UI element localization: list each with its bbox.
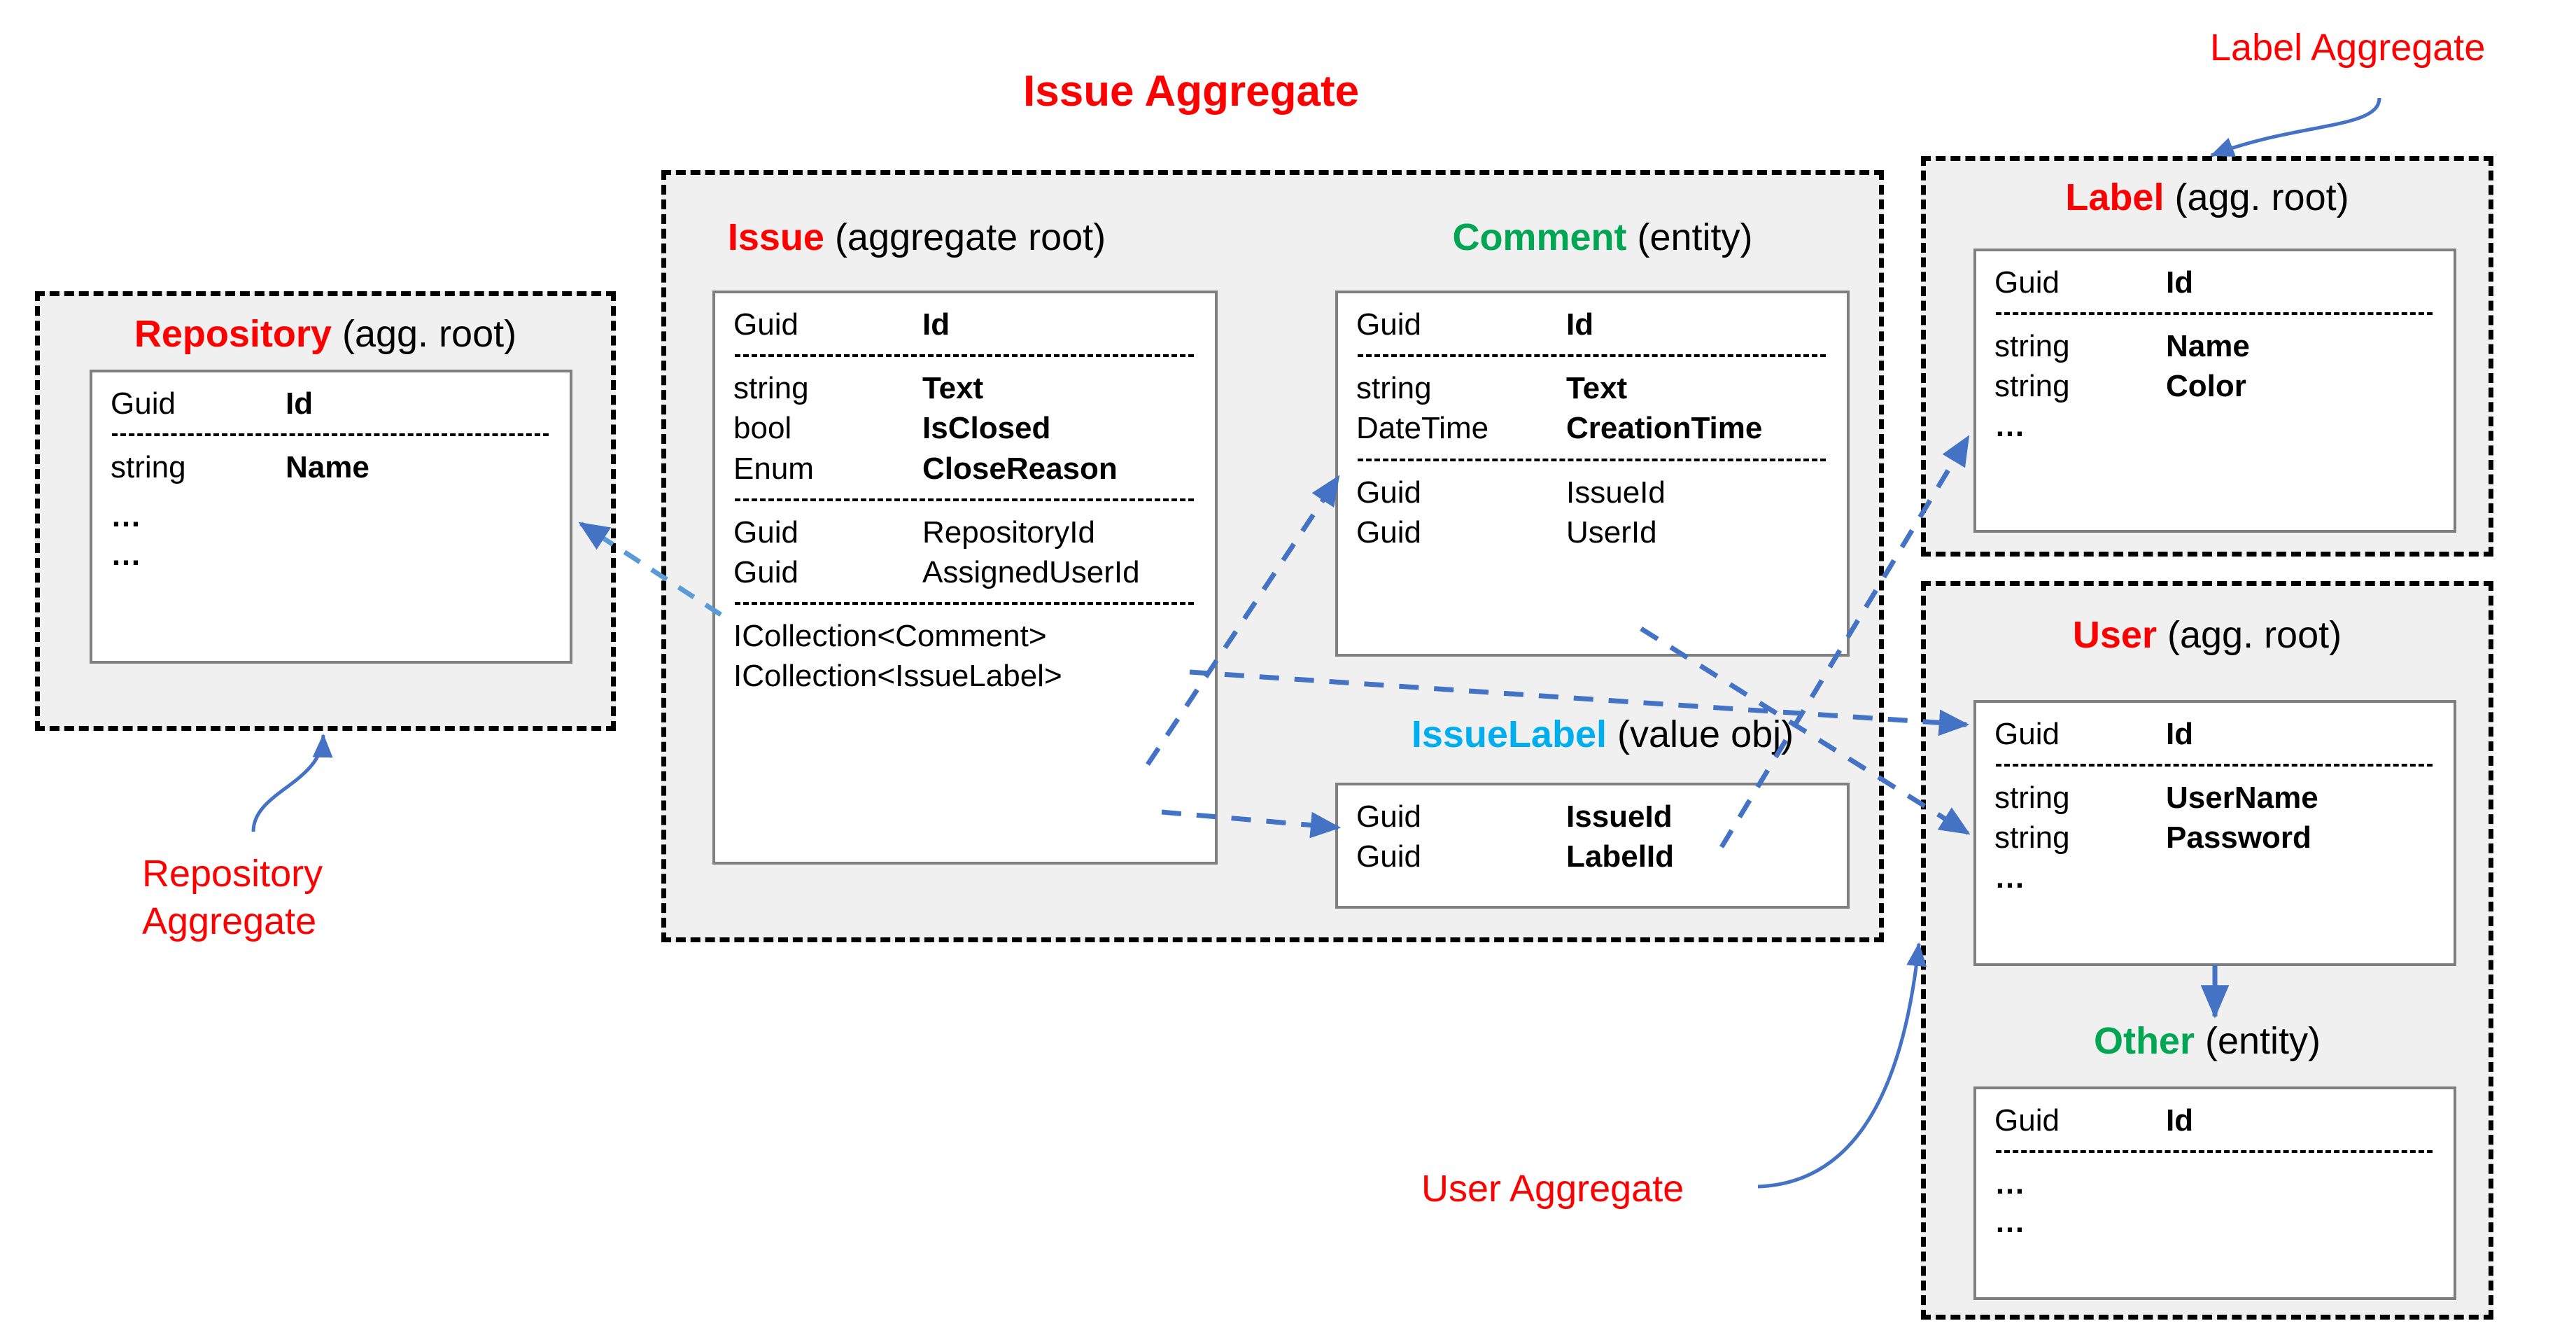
section-divider <box>1358 354 1826 358</box>
property-row: DateTime CreationTime <box>1356 411 1763 446</box>
property-row: Guid Id <box>733 307 950 342</box>
entity-box-label: Guid Id string Name string Color … <box>1973 249 2456 533</box>
class-kind-label: (agg. root) <box>2174 176 2349 218</box>
entity-box-user: Guid Id string UserName string Password … <box>1973 700 2456 966</box>
section-divider <box>735 354 1194 358</box>
class-name-user: User <box>2072 614 2157 656</box>
entity-box-issue: Guid Id string Text bool IsClosed Enum C… <box>712 291 1218 865</box>
callout-repository-aggregate: Repository Aggregate <box>142 853 323 942</box>
class-title-repository: Repository (agg. root) <box>35 315 616 353</box>
property-row: Guid IssueId <box>1356 475 1666 510</box>
property-row: string Color <box>1994 369 2246 404</box>
class-kind-comment: (entity) <box>1637 216 1753 258</box>
page-title: Issue Aggregate <box>1023 67 1360 116</box>
class-kind-issuelabel: (value obj) <box>1617 713 1794 755</box>
property-row: Guid AssignedUserId <box>733 554 1140 589</box>
property-row: ICollection<IssueLabel> <box>733 659 1062 694</box>
callout-user-aggregate: User Aggregate <box>1421 1168 1684 1210</box>
property-row-ellipsis: … <box>1994 1166 2025 1201</box>
property-row: Guid LabelId <box>1356 839 1675 874</box>
callout-leader-repository-aggregate <box>251 734 333 832</box>
property-row-ellipsis: … <box>1994 1205 2025 1240</box>
property-row-ellipsis: … <box>111 499 141 534</box>
property-row: Guid Id <box>1994 717 2194 751</box>
class-name-comment: Comment <box>1452 216 1627 258</box>
class-title-label: Label (agg. root) <box>1921 179 2493 216</box>
property-row: Guid IssueId <box>1356 799 1673 834</box>
property-row: string Text <box>1356 371 1628 406</box>
callout-leader-label-aggregate <box>2210 97 2381 158</box>
property-row-ellipsis: … <box>1994 860 2025 895</box>
section-divider <box>735 602 1194 606</box>
callout-leader-user-aggregate <box>1757 942 1927 1189</box>
class-title-comment: Comment (entity) <box>1358 218 1847 256</box>
section-divider <box>1996 1150 2433 1154</box>
class-title-other: Other (entity) <box>1921 1022 2493 1060</box>
class-name-other: Other <box>2093 1020 2195 1062</box>
class-kind-issue: (aggregate root) <box>834 216 1106 258</box>
property-row-ellipsis: … <box>1994 408 2025 443</box>
property-row: bool IsClosed <box>733 411 1051 446</box>
property-row: Guid Id <box>111 386 314 421</box>
property-row-ellipsis: … <box>111 538 141 573</box>
class-name-label: Label <box>2065 176 2165 218</box>
class-kind-other: (entity) <box>2205 1020 2321 1062</box>
property-row: string Name <box>111 450 369 485</box>
section-divider <box>1358 458 1826 461</box>
class-name-issue: Issue <box>727 216 824 258</box>
property-row: string Password <box>1994 820 2311 855</box>
property-row: string Text <box>733 371 984 406</box>
class-title-user: User (agg. root) <box>1921 616 2493 654</box>
property-row: Guid Id <box>1994 1103 2194 1138</box>
section-divider <box>735 498 1194 501</box>
class-title-issuelabel: IssueLabel (value obj) <box>1358 715 1847 753</box>
section-divider <box>1996 312 2433 316</box>
class-kind-repository: (agg. root) <box>342 313 517 355</box>
property-row: Guid Id <box>1356 307 1594 342</box>
property-row: string UserName <box>1994 781 2318 816</box>
property-row: Guid UserId <box>1356 515 1657 550</box>
property-row: ICollection<Comment> <box>733 619 1047 654</box>
class-name-repository: Repository <box>134 313 332 355</box>
entity-box-comment: Guid Id string Text DateTime CreationTim… <box>1335 291 1850 657</box>
entity-box-issuelabel: Guid IssueId Guid LabelId <box>1335 783 1850 909</box>
section-divider <box>1996 764 2433 767</box>
property-row: Guid RepositoryId <box>733 515 1096 550</box>
property-row: Enum CloseReason <box>733 451 1118 486</box>
entity-box-repository: Guid Id string Name … … <box>90 370 572 664</box>
class-name-issuelabel: IssueLabel <box>1411 713 1607 755</box>
section-divider <box>112 433 549 437</box>
callout-label-aggregate: Label Aggregate <box>2210 27 2486 69</box>
property-row: string Name <box>1994 329 2250 364</box>
entity-box-other: Guid Id … … <box>1973 1086 2456 1300</box>
class-title-issue: Issue (aggregate root) <box>672 218 1162 256</box>
class-kind-user: (agg. root) <box>2167 614 2342 656</box>
property-row: Guid Id <box>1994 265 2194 300</box>
